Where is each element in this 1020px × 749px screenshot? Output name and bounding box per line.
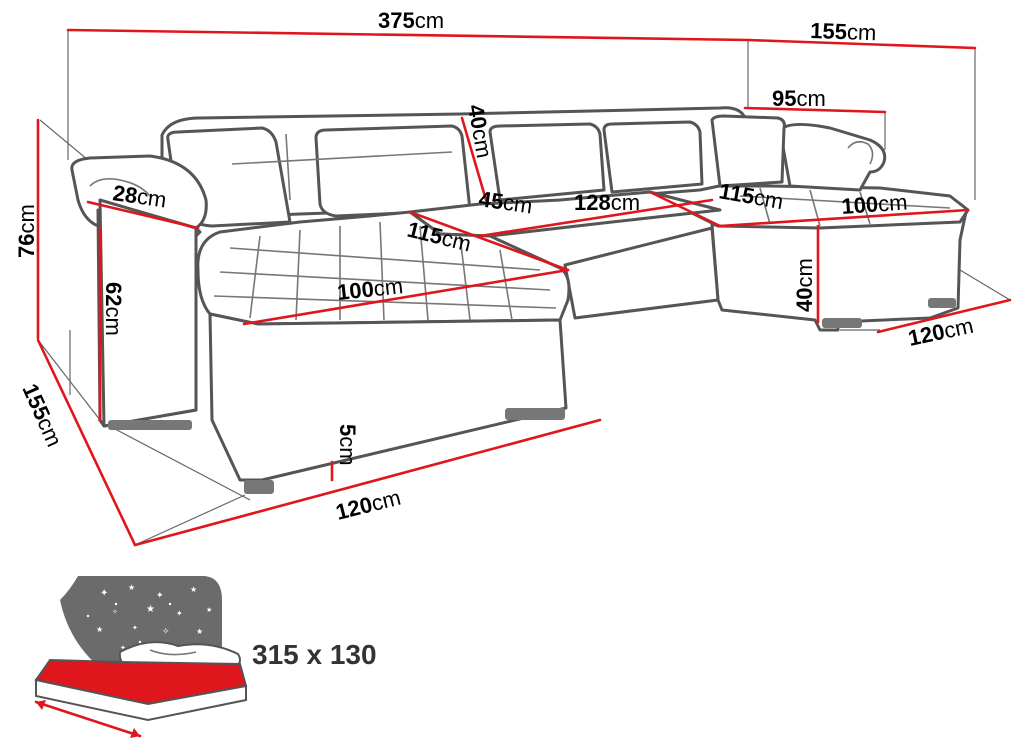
label-left-base-depth: 120cm (333, 485, 403, 525)
dimension-lines (36, 28, 1012, 547)
dim-line-left-chaise-length (408, 210, 570, 272)
label-right-chaise-width: 100cm (841, 189, 909, 219)
svg-text:★: ★ (146, 604, 155, 615)
sofa-foot (244, 480, 274, 494)
label-right-armrest: 95cm (772, 86, 826, 111)
svg-text:★: ★ (206, 606, 212, 614)
svg-text:✧: ✧ (162, 627, 170, 637)
label-right-chaise-length: 115cm (717, 178, 785, 214)
label-right-depth: 155cm (810, 18, 877, 45)
bed-base (35, 678, 247, 722)
label-seat-height: 62cm (101, 282, 126, 336)
sofa-illustration (70, 106, 970, 494)
label-armrest-width: 28cm (111, 180, 168, 212)
svg-text:✦: ✦ (120, 644, 126, 652)
label-left-chaise-width: 100cm (336, 273, 404, 305)
dim-line-left-depth (36, 338, 137, 547)
dim-line-right-armrest (743, 106, 887, 114)
svg-text:★: ★ (96, 625, 103, 634)
bed-size-label: 315 x 130 (252, 639, 377, 670)
star-icon: ✦ ★ ✦ ★ ✧ ★ ✦ ★ ★ ✦ ✧ ★ ✦ ★ (86, 583, 212, 654)
sofa-foot (822, 318, 862, 328)
svg-text:✦: ✦ (100, 588, 108, 599)
svg-text:✦: ✦ (132, 624, 138, 632)
dim-line-armrest-width (86, 200, 200, 230)
sofa-foot (928, 298, 956, 308)
dim-line-right-base-depth (876, 298, 1012, 334)
label-center-width: 128cm (574, 190, 640, 215)
label-right-base-depth: 120cm (906, 313, 976, 351)
svg-text:★: ★ (190, 585, 197, 594)
svg-text:✦: ✦ (156, 591, 164, 601)
dim-line-left-base-depth (133, 418, 602, 547)
svg-text:★: ★ (196, 627, 203, 636)
label-leg-height: 5cm (335, 424, 360, 466)
label-back-height: 40cm (463, 103, 497, 160)
sofa-foot (108, 420, 192, 430)
label-right-seat-height: 40cm (792, 258, 817, 312)
dim-line-right-chaise-width (718, 208, 970, 228)
tufting (213, 133, 951, 321)
dim-line-total-width (66, 28, 750, 42)
dim-line-back-height (460, 116, 488, 202)
label-seat-depth-center: 45cm (477, 186, 534, 218)
label-left-depth: 155cm (17, 380, 67, 451)
sleeping-bed-icon: ✦ ★ ✦ ★ ✧ ★ ✦ ★ ★ ✦ ✧ ★ ✦ ★ (34, 576, 248, 738)
label-total-height: 76cm (14, 204, 39, 258)
dim-line-left-chaise-width (242, 268, 570, 326)
dim-line-right-chaise-length (648, 190, 722, 228)
svg-text:✦: ✦ (176, 609, 183, 618)
svg-text:★: ★ (128, 583, 135, 592)
svg-text:✧: ✧ (112, 608, 118, 616)
label-total-width: 375cm (378, 8, 444, 33)
dim-line-right-depth (746, 38, 977, 50)
extension-lines (37, 30, 1011, 546)
sofa-foot (505, 408, 565, 420)
dim-line-center-width (478, 198, 714, 238)
